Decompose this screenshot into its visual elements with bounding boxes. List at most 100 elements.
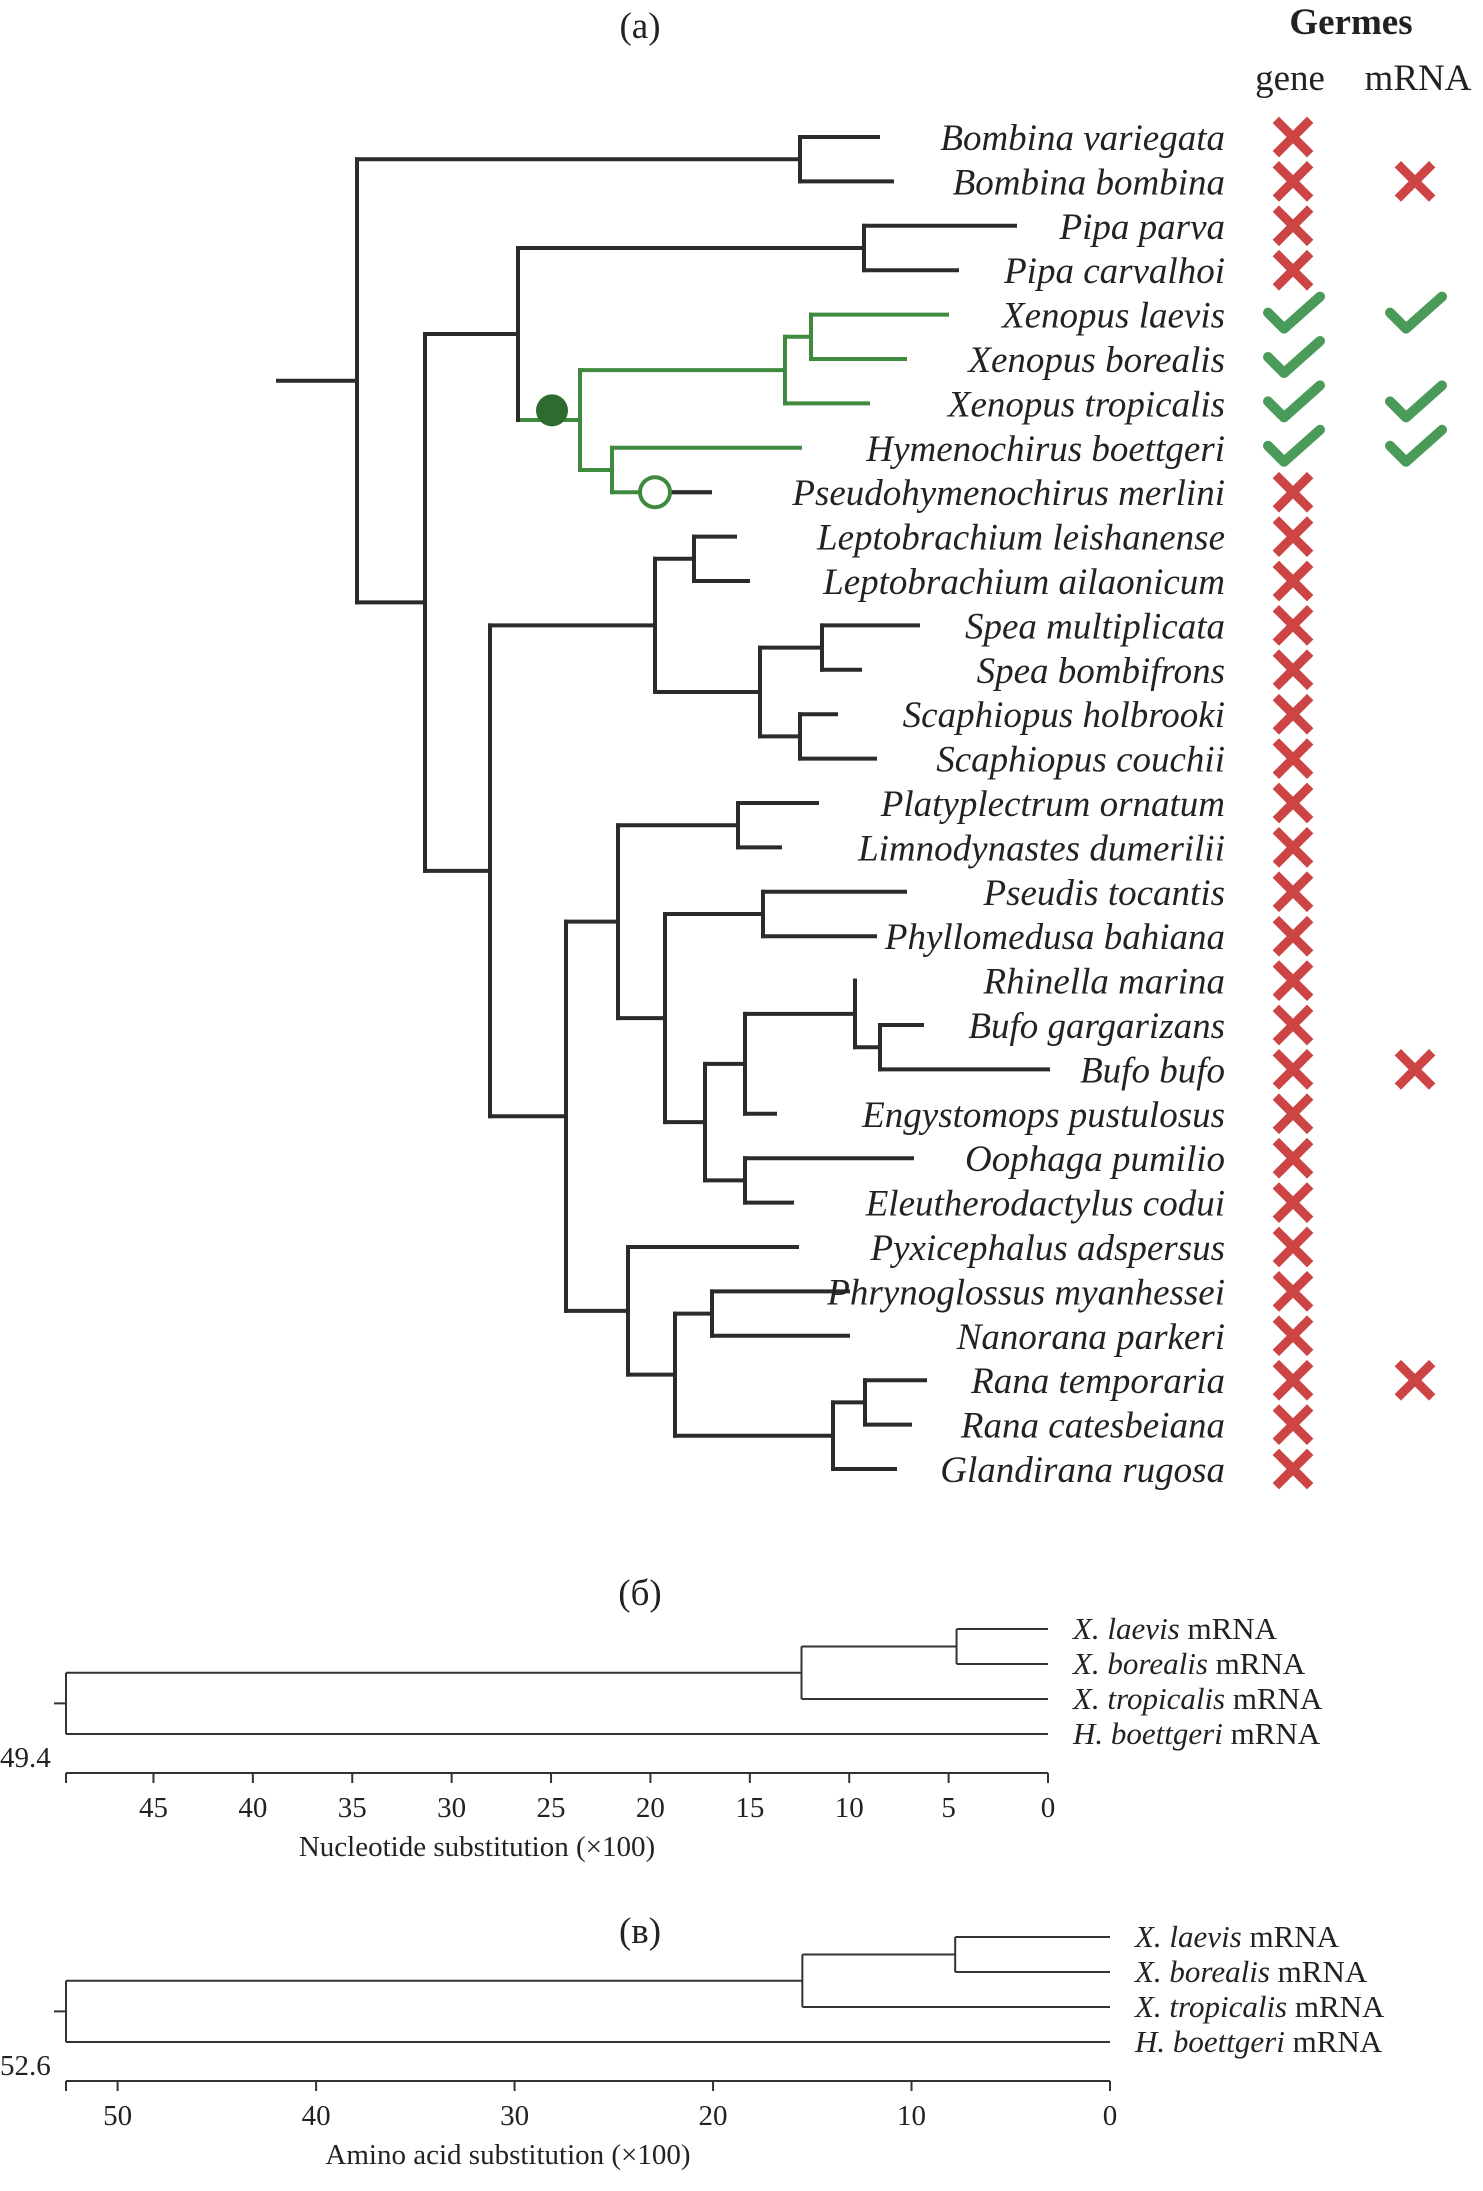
species-label: Pipa parva bbox=[1059, 207, 1225, 248]
species-label: Engystomops pustulosus bbox=[861, 1095, 1225, 1136]
scale-tick-label: 0 bbox=[1041, 1792, 1056, 1824]
gene-present-icon bbox=[1263, 424, 1325, 467]
axis-title: Amino acid substitution (×100) bbox=[325, 2139, 690, 2171]
mrna-column-header: mRNA bbox=[1365, 58, 1472, 99]
gene-absent-icon bbox=[1272, 1359, 1314, 1401]
scale-tick-label: 50 bbox=[103, 2100, 132, 2132]
gene-absent-icon bbox=[1272, 1271, 1314, 1312]
gene-absent-icon bbox=[1272, 1182, 1314, 1223]
species-label: Platyplectrum ornatum bbox=[880, 784, 1225, 825]
species-label: Xenopus tropicalis bbox=[946, 384, 1225, 425]
mrna-absent-icon bbox=[1394, 161, 1436, 202]
scale-tick-label: 20 bbox=[636, 1792, 665, 1824]
mrna-leaf-label: H. boettgeri mRNA bbox=[1072, 1716, 1321, 1751]
scale-tick-label: 0 bbox=[1103, 2100, 1118, 2132]
gene-absent-icon bbox=[1272, 1004, 1314, 1046]
species-label: Xenopus laevis bbox=[1000, 296, 1225, 337]
scale-tick-label: 30 bbox=[437, 1792, 466, 1824]
gene-absent-icon bbox=[1272, 116, 1314, 158]
gene-absent-icon bbox=[1272, 960, 1314, 1001]
scale-tick-label: 45 bbox=[139, 1792, 168, 1824]
germes-header: Germes bbox=[1289, 2, 1412, 43]
gene-column-header: gene bbox=[1255, 58, 1325, 99]
gene-absent-icon bbox=[1272, 871, 1314, 913]
mrna-leaf-label: X. borealis mRNA bbox=[1133, 1954, 1368, 1989]
germes-marks bbox=[1263, 116, 1447, 1490]
scale-tick-label: 25 bbox=[537, 1792, 566, 1824]
species-label: Rana catesbeiana bbox=[960, 1406, 1225, 1447]
scale-tick-label: 40 bbox=[302, 2100, 331, 2132]
species-label: Scaphiopus couchii bbox=[936, 740, 1225, 781]
gene-present-icon bbox=[1263, 291, 1325, 334]
mrna-leaf-label: X. tropicalis mRNA bbox=[1071, 1681, 1323, 1716]
scale-tick-label: 30 bbox=[500, 2100, 529, 2132]
species-label: Bombina variegata bbox=[940, 118, 1225, 159]
mrna-present-icon bbox=[1385, 424, 1447, 467]
mrna-leaf-label: X. tropicalis mRNA bbox=[1133, 1989, 1385, 2024]
species-label: Pseudis tocantis bbox=[982, 873, 1225, 914]
gene-absent-icon bbox=[1272, 782, 1314, 824]
gene-absent-icon bbox=[1272, 1093, 1314, 1135]
species-label: Rana temporaria bbox=[970, 1361, 1225, 1402]
gene-absent-icon bbox=[1272, 249, 1314, 291]
mrna-present-icon bbox=[1385, 380, 1447, 423]
gene-absent-icon bbox=[1272, 161, 1314, 202]
loss-node-marker bbox=[638, 475, 672, 510]
species-label: Xenopus borealis bbox=[966, 340, 1225, 381]
species-label: Bufo bufo bbox=[1080, 1050, 1225, 1091]
gene-absent-icon bbox=[1272, 1404, 1314, 1445]
panel-label-c: (в) bbox=[619, 1911, 661, 1952]
scale-tick-label: 15 bbox=[735, 1792, 764, 1824]
gene-absent-icon bbox=[1272, 471, 1314, 513]
gene-absent-icon bbox=[1272, 1137, 1314, 1179]
species-label: Bombina bombina bbox=[953, 162, 1225, 203]
scale-tick-label: 35 bbox=[338, 1792, 367, 1824]
mrna-absent-icon bbox=[1394, 1359, 1436, 1401]
root-depth-label: 52.6 bbox=[0, 2050, 51, 2082]
species-label: Pyxicephalus adspersus bbox=[869, 1228, 1225, 1269]
species-label: Phrynoglossus myanhessei bbox=[826, 1272, 1225, 1313]
panel-label-a: (a) bbox=[619, 6, 660, 47]
mrna-leaf-label: X. laevis mRNA bbox=[1133, 1919, 1340, 1954]
species-label: Spea multiplicata bbox=[965, 606, 1225, 647]
species-label: Oophaga pumilio bbox=[965, 1139, 1225, 1180]
species-label: Phyllomedusa bahiana bbox=[884, 917, 1225, 958]
gene-absent-icon bbox=[1272, 649, 1314, 691]
species-label: Scaphiopus holbrooki bbox=[903, 695, 1225, 736]
scale-tick-label: 5 bbox=[941, 1792, 956, 1824]
gene-absent-icon bbox=[1272, 516, 1314, 557]
gene-absent-icon bbox=[1272, 1226, 1314, 1268]
mrna-present-icon bbox=[1385, 291, 1447, 334]
gene-absent-icon bbox=[1272, 738, 1314, 779]
axis-title: Nucleotide substitution (×100) bbox=[299, 1831, 655, 1863]
gene-absent-icon bbox=[1272, 693, 1314, 735]
root-depth-label: 49.4 bbox=[0, 1742, 51, 1774]
scale-tick-label: 20 bbox=[699, 2100, 728, 2132]
gene-absent-icon bbox=[1272, 1448, 1314, 1490]
gene-absent-icon bbox=[1272, 605, 1314, 646]
gene-absent-icon bbox=[1272, 1049, 1314, 1090]
species-label: Leptobrachium leishanense bbox=[816, 518, 1225, 559]
species-label: Spea bombifrons bbox=[977, 651, 1225, 692]
mrna-leaf-label: X. borealis mRNA bbox=[1071, 1646, 1306, 1681]
mrna-leaf-label: H. boettgeri mRNA bbox=[1134, 2024, 1383, 2059]
species-label: Pseudohymenochirus merlini bbox=[791, 473, 1225, 514]
species-label: Hymenochirus boettgeri bbox=[865, 429, 1225, 470]
gene-absent-icon bbox=[1272, 560, 1314, 602]
species-tree bbox=[276, 135, 1050, 1471]
species-label: Rhinella marina bbox=[982, 962, 1225, 1003]
scale-tick-label: 10 bbox=[897, 2100, 926, 2132]
species-label: Glandirana rugosa bbox=[940, 1450, 1225, 1491]
species-label: Bufo gargarizans bbox=[968, 1006, 1225, 1047]
gene-absent-icon bbox=[1272, 827, 1314, 868]
gene-present-icon bbox=[1263, 336, 1325, 378]
gene-absent-icon bbox=[1272, 205, 1314, 247]
species-label: Eleutherodactylus codui bbox=[865, 1184, 1225, 1225]
mrna-absent-icon bbox=[1394, 1049, 1436, 1090]
species-label: Limnodynastes dumerilii bbox=[857, 828, 1225, 869]
species-label: Nanorana parkeri bbox=[956, 1317, 1225, 1358]
